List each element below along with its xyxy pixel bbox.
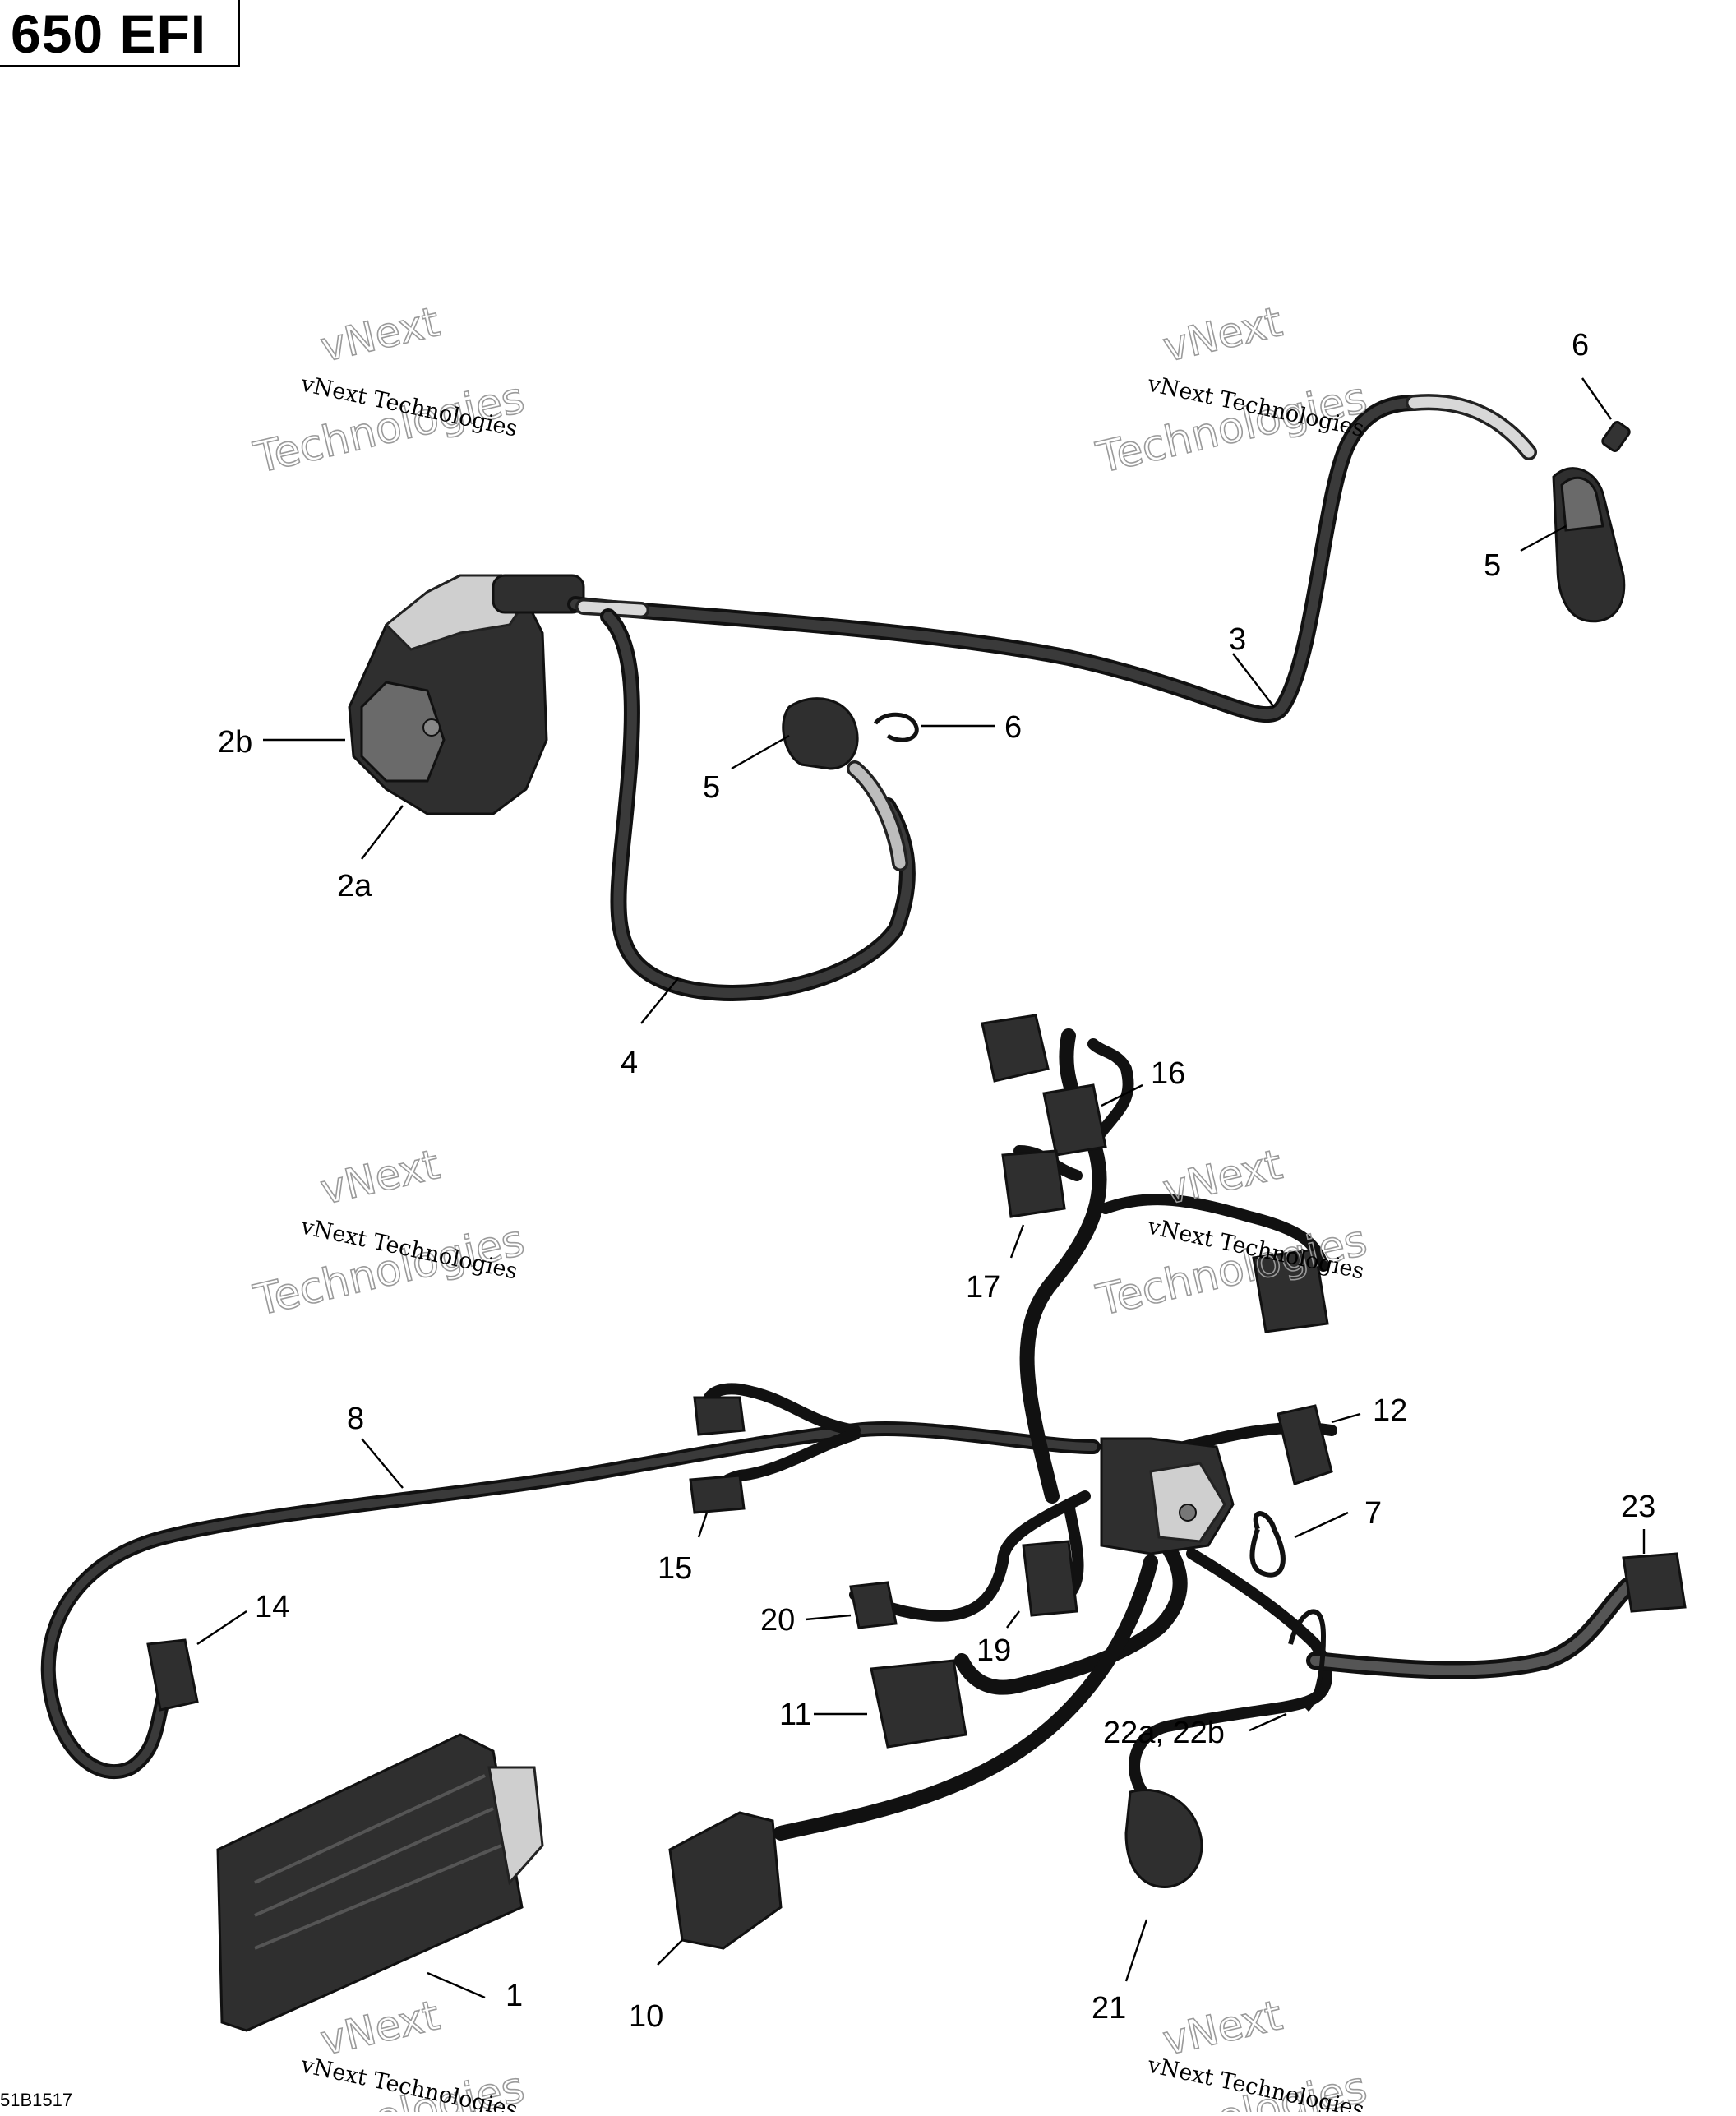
clip-6-left [873, 712, 919, 742]
ignition-coil [348, 574, 585, 815]
callout-4: 4 [621, 1046, 638, 1080]
callout-21: 21 [1092, 1991, 1126, 2026]
watermark-3: vNext Technologies vNext Technologies [249, 1140, 530, 1327]
ht-cable-4 [600, 608, 916, 1001]
callout-15: 15 [658, 1551, 692, 1586]
callout-16: 16 [1151, 1056, 1185, 1091]
connector-19 [1022, 1540, 1078, 1617]
watermark-outline-1: vNext [316, 1991, 444, 2064]
loop-7 [1249, 1511, 1286, 1578]
watermark-outline-1: vNext [1159, 1140, 1286, 1213]
model-label-box: 650 EFI [0, 0, 240, 67]
connector-20 [849, 1581, 898, 1629]
watermark-2: vNext Technologies vNext Technologies [1092, 298, 1373, 484]
connector-16 [981, 1014, 1107, 1157]
callout-5-right: 5 [1484, 548, 1501, 583]
spark-plug-cap-5-right [1552, 467, 1626, 623]
watermark-outline-1: vNext [1159, 1991, 1286, 2064]
callout-20: 20 [760, 1603, 795, 1638]
reference-code: 51B1517 [0, 2090, 72, 2110]
connector-10 [668, 1811, 783, 1950]
sensor-21 [1124, 1788, 1203, 1889]
callout-11: 11 [779, 1698, 811, 1732]
ht-cable-3 [567, 394, 1537, 723]
ecm-connector [1100, 1437, 1235, 1555]
leader-lines [196, 377, 1646, 1999]
connector-12 [1277, 1404, 1333, 1485]
callout-5-left: 5 [703, 770, 720, 805]
callout-3: 3 [1229, 622, 1246, 657]
watermark-outline-1: vNext [1159, 298, 1286, 371]
callout-14: 14 [255, 1590, 289, 1624]
callout-12: 12 [1373, 1393, 1407, 1428]
callout-6-left: 6 [1004, 710, 1022, 745]
watermark-1: vNext Technologies vNext Technologies [249, 298, 530, 484]
callout-17: 17 [966, 1270, 1000, 1305]
callout-2b: 2b [218, 725, 252, 760]
callout-2a: 2a [337, 869, 372, 903]
callout-19: 19 [976, 1633, 1011, 1668]
model-label: 650 EFI [11, 3, 207, 64]
clip-6-right [1601, 421, 1631, 452]
connector-17 [1001, 1149, 1066, 1218]
callout-10: 10 [629, 1999, 663, 2034]
ecm-module-1 [216, 1733, 544, 2032]
watermark-outline-1: vNext [316, 1140, 444, 1213]
connector-11 [870, 1659, 967, 1749]
connector-15 [689, 1396, 746, 1514]
connector-upper-right [1252, 1248, 1329, 1333]
watermark-6: vNext Technologies vNext Technologies [1092, 1991, 1373, 2116]
callout-1: 1 [506, 1979, 523, 2013]
callout-7: 7 [1364, 1496, 1382, 1531]
connector-14 [146, 1638, 199, 1712]
callout-6-right: 6 [1572, 328, 1589, 363]
watermark-outline-1: vNext [316, 298, 444, 371]
watermark-4: vNext Technologies vNext Technologies [1092, 1140, 1373, 1327]
spark-plug-cap-5-left [782, 697, 859, 770]
callout-numbers: 1 2a 2b 3 4 5 5 6 6 7 8 10 11 12 14 15 1… [218, 328, 1655, 2034]
callout-23: 23 [1621, 1490, 1655, 1524]
callout-22a-22b: 22a, 22b [1103, 1716, 1225, 1750]
callout-8: 8 [347, 1402, 364, 1436]
main-harness-8 [40, 1028, 1637, 1841]
connector-23 [1622, 1552, 1687, 1613]
